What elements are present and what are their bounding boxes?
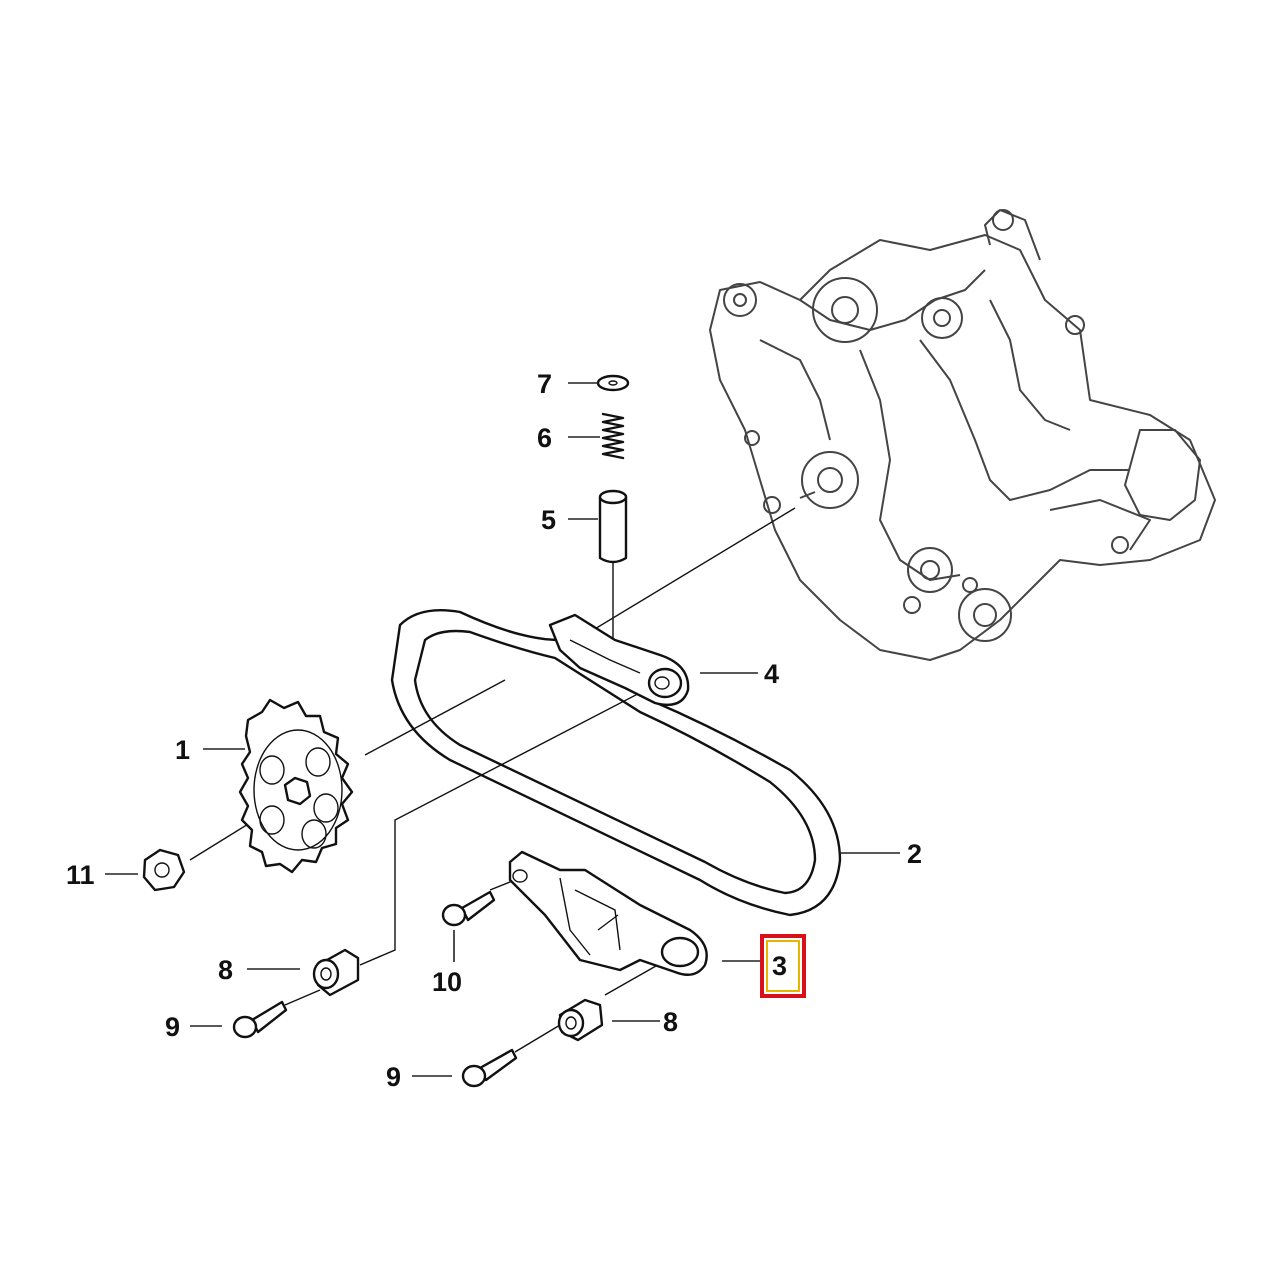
bolt-part-9-right — [461, 1048, 518, 1088]
highlight-box — [760, 934, 806, 998]
oil-pump-housing — [709, 209, 1216, 661]
nut-part — [142, 848, 186, 892]
washer-part — [596, 374, 630, 392]
bushing-part-right — [557, 998, 604, 1042]
callout-4: 4 — [764, 659, 779, 689]
bolt-part-9-left — [232, 1000, 288, 1039]
callout-labels: 7 6 5 4 1 2 11 8 10 3 9 8 9 — [66, 369, 922, 1092]
sprocket-part — [238, 698, 354, 874]
callout-9-left: 9 — [165, 1012, 180, 1042]
callout-6: 6 — [537, 423, 552, 453]
piston-part — [598, 489, 628, 564]
spring-part — [601, 412, 625, 460]
callout-3: 3 — [772, 951, 787, 981]
guide-rail-part — [508, 850, 708, 976]
callout-7: 7 — [537, 369, 552, 399]
callout-11: 11 — [66, 860, 95, 890]
callout-2: 2 — [907, 839, 922, 869]
assembly-guide-lines — [189, 507, 796, 1053]
callout-9-right: 9 — [386, 1062, 401, 1092]
callout-5: 5 — [541, 505, 556, 535]
bushing-part-left — [312, 948, 360, 997]
tensioner-rail — [548, 613, 690, 707]
callout-1: 1 — [175, 735, 190, 765]
callout-8-right: 8 — [663, 1007, 678, 1037]
callout-8-left: 8 — [218, 955, 233, 985]
bolt-part-10 — [441, 890, 496, 927]
callout-10: 10 — [432, 967, 462, 997]
drive-chain — [390, 609, 842, 917]
callout-leaders — [105, 382, 900, 1077]
